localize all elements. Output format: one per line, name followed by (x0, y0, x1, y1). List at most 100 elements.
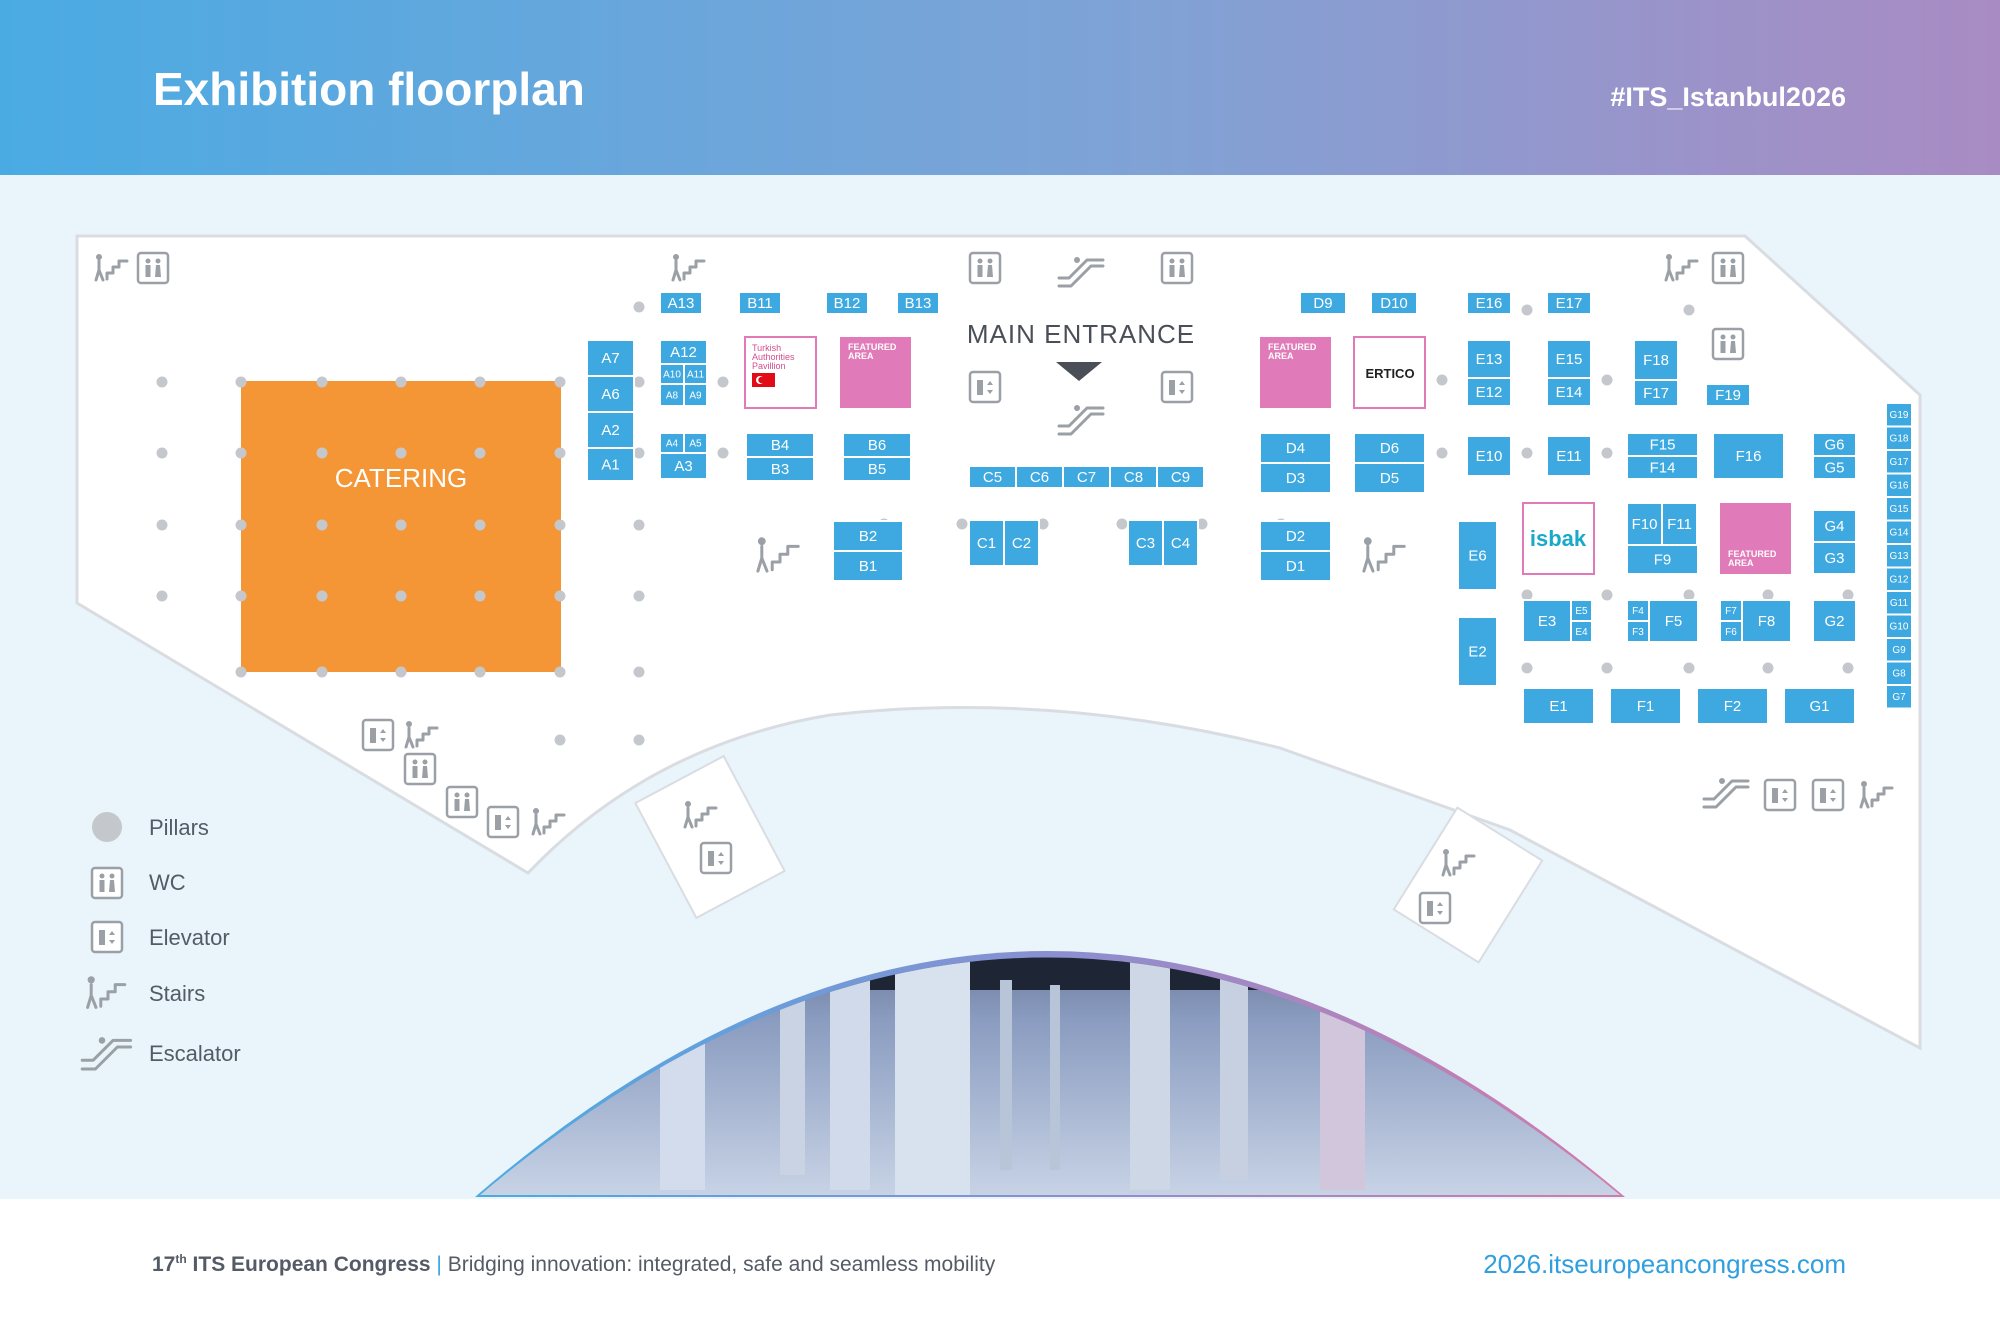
booth-c8[interactable]: C8 (1109, 465, 1158, 489)
booth-e11[interactable]: E11 (1546, 435, 1592, 477)
booth-e3[interactable]: E3 (1522, 599, 1572, 643)
booth-g4[interactable]: G4 (1812, 509, 1857, 543)
booth-f11[interactable]: F11 (1661, 502, 1698, 546)
booth-b11[interactable]: B11 (738, 291, 782, 315)
booth-c2[interactable]: C2 (1003, 519, 1040, 567)
booth-g1[interactable]: G1 (1783, 687, 1856, 725)
booth-a9[interactable]: A9 (683, 383, 708, 407)
booth-f1[interactable]: F1 (1609, 687, 1682, 725)
booth-a10[interactable]: A10 (659, 363, 685, 385)
booth-b5[interactable]: B5 (842, 456, 912, 482)
booth-g11[interactable]: G11 (1885, 590, 1913, 616)
booth-a3[interactable]: A3 (659, 452, 708, 480)
booth-c9[interactable]: C9 (1156, 465, 1205, 489)
booth-f18[interactable]: F18 (1633, 339, 1679, 381)
booth-e17[interactable]: E17 (1546, 291, 1592, 315)
booth-f2[interactable]: F2 (1696, 687, 1769, 725)
pillar (1683, 589, 1695, 601)
booth-f19[interactable]: F19 (1705, 383, 1751, 407)
booth-g17[interactable]: G17 (1885, 449, 1913, 475)
booth-f17[interactable]: F17 (1633, 379, 1679, 407)
booth-f14[interactable]: F14 (1626, 455, 1699, 480)
booth-a1[interactable]: A1 (586, 447, 635, 482)
booth-g10[interactable]: G10 (1885, 613, 1913, 639)
booth-d2[interactable]: D2 (1259, 520, 1332, 552)
booth-b4[interactable]: B4 (745, 432, 815, 458)
booth-a7[interactable]: A7 (586, 339, 635, 377)
booth-f10[interactable]: F10 (1626, 502, 1663, 546)
booth-a8[interactable]: A8 (659, 383, 685, 407)
booth-c6[interactable]: C6 (1015, 465, 1064, 489)
booth-b12[interactable]: B12 (825, 291, 869, 315)
booth-a13[interactable]: A13 (659, 291, 703, 315)
booth-f3[interactable]: F3 (1626, 620, 1650, 643)
booth-c4[interactable]: C4 (1162, 519, 1199, 567)
booth-b2[interactable]: B2 (832, 520, 904, 552)
booth-c3[interactable]: C3 (1127, 519, 1164, 567)
booth-c5[interactable]: C5 (968, 465, 1017, 489)
booth-a5[interactable]: A5 (683, 432, 708, 454)
isbak-booth[interactable]: isbak (1522, 502, 1595, 575)
booth-b6[interactable]: B6 (842, 432, 912, 458)
booth-f8[interactable]: F8 (1741, 599, 1792, 643)
booth-g2[interactable]: G2 (1812, 599, 1857, 643)
booth-g18[interactable]: G18 (1885, 425, 1913, 451)
booth-e12[interactable]: E12 (1466, 377, 1512, 407)
booth-g15[interactable]: G15 (1885, 496, 1913, 522)
booth-a6[interactable]: A6 (586, 375, 635, 413)
booth-d4[interactable]: D4 (1259, 432, 1332, 464)
booth-d9[interactable]: D9 (1299, 291, 1347, 315)
booth-e15[interactable]: E15 (1546, 339, 1592, 379)
booth-g6[interactable]: G6 (1812, 432, 1857, 457)
booth-a2[interactable]: A2 (586, 411, 635, 449)
booth-d1[interactable]: D1 (1259, 550, 1332, 582)
booth-g19[interactable]: G19 (1885, 402, 1913, 428)
booth-e10[interactable]: E10 (1466, 435, 1512, 477)
booth-f7[interactable]: F7 (1719, 599, 1743, 622)
booth-d10[interactable]: D10 (1370, 291, 1418, 315)
isbak-logo: isbak (1530, 526, 1587, 551)
booth-c1[interactable]: C1 (968, 519, 1005, 567)
featured-area-d[interactable]: FEATURED AREA (1260, 337, 1331, 408)
booth-g12[interactable]: G12 (1885, 566, 1913, 592)
booth-e5[interactable]: E5 (1570, 599, 1593, 622)
ertico-booth[interactable]: ERTICO (1353, 336, 1426, 409)
booth-g13[interactable]: G13 (1885, 543, 1913, 569)
booth-b3[interactable]: B3 (745, 456, 815, 482)
booth-e16[interactable]: E16 (1466, 291, 1512, 315)
booth-a11[interactable]: A11 (683, 363, 708, 385)
featured-area-f[interactable]: FEATURED AREA (1720, 503, 1791, 574)
booth-f16[interactable]: F16 (1712, 432, 1785, 480)
featured-turkish-pavilion[interactable]: Turkish Authorities Pavillion (744, 336, 817, 409)
booth-g8[interactable]: G8 (1885, 660, 1913, 686)
booth-g16[interactable]: G16 (1885, 472, 1913, 498)
booth-a12[interactable]: A12 (659, 339, 708, 365)
featured-area-b[interactable]: FEATURED AREA (840, 337, 911, 408)
booth-g14[interactable]: G14 (1885, 519, 1913, 545)
booth-f4[interactable]: F4 (1626, 599, 1650, 622)
booth-a4[interactable]: A4 (659, 432, 685, 454)
booth-d6[interactable]: D6 (1353, 432, 1426, 464)
booth-f15[interactable]: F15 (1626, 432, 1699, 457)
booth-f9[interactable]: F9 (1626, 544, 1699, 575)
booth-e2[interactable]: E2 (1457, 616, 1498, 687)
booth-e13[interactable]: E13 (1466, 339, 1512, 379)
booth-e1[interactable]: E1 (1522, 687, 1595, 725)
booth-g9[interactable]: G9 (1885, 637, 1913, 663)
pillar (235, 447, 247, 459)
booth-g3[interactable]: G3 (1812, 541, 1857, 575)
booth-label: C3 (1136, 535, 1155, 552)
booth-g7[interactable]: G7 (1885, 684, 1913, 710)
booth-e6[interactable]: E6 (1457, 520, 1498, 591)
booth-g5[interactable]: G5 (1812, 455, 1857, 480)
booth-b1[interactable]: B1 (832, 550, 904, 582)
booth-c7[interactable]: C7 (1062, 465, 1111, 489)
congress-website-link[interactable]: 2026.itseuropeancongress.com (1483, 1249, 1846, 1279)
booth-e4[interactable]: E4 (1570, 620, 1593, 643)
booth-f6[interactable]: F6 (1719, 620, 1743, 643)
booth-e14[interactable]: E14 (1546, 377, 1592, 407)
booth-b13[interactable]: B13 (896, 291, 940, 315)
booth-f5[interactable]: F5 (1648, 599, 1699, 643)
booth-d5[interactable]: D5 (1353, 462, 1426, 494)
booth-d3[interactable]: D3 (1259, 462, 1332, 494)
